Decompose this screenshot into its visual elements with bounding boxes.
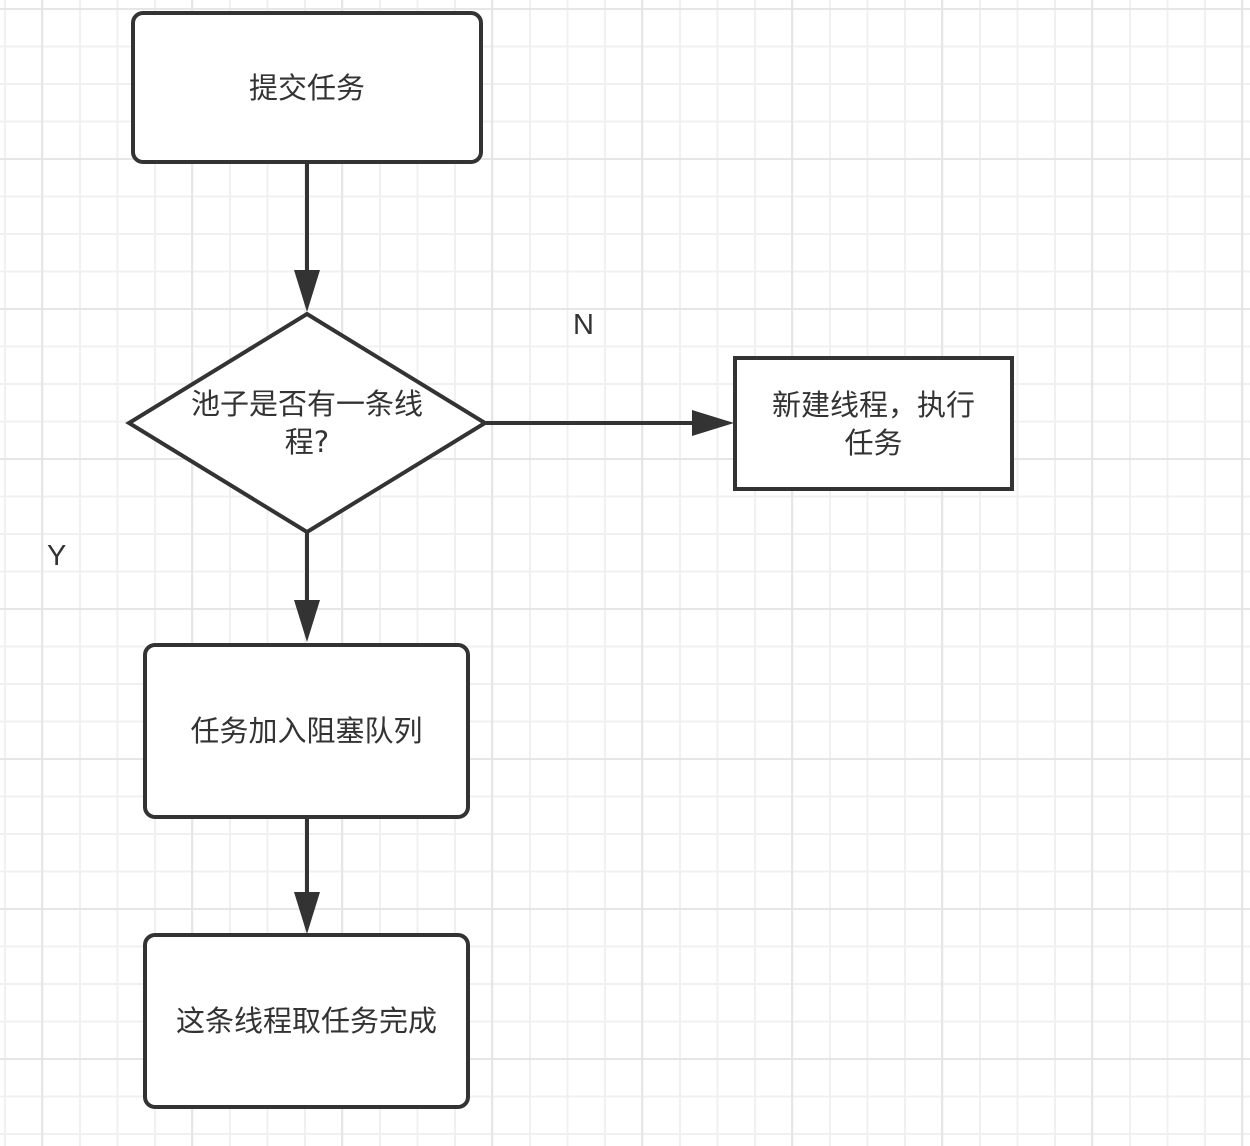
edge-label-n: N xyxy=(573,309,594,341)
node-decision-shape[interactable] xyxy=(125,311,489,535)
arrowhead-icon xyxy=(692,410,734,436)
node-enqueue-label: 任务加入阻塞队列 xyxy=(190,714,423,748)
node-new-thread-shape[interactable] xyxy=(733,356,1014,491)
edge-decision-to-new-thread[interactable] xyxy=(485,410,734,436)
edge-decision-to-enqueue[interactable] xyxy=(294,532,320,642)
node-new-thread-label: 新建线程，执行任务 xyxy=(771,387,975,460)
edge-enqueue-to-complete[interactable] xyxy=(294,817,320,934)
edge-submit-to-decision[interactable] xyxy=(294,163,320,312)
node-complete-label: 这条线程取任务完成 xyxy=(175,1004,437,1038)
arrowhead-icon xyxy=(294,600,320,642)
node-submit-label: 提交任务 xyxy=(248,70,365,105)
node-complete-shape[interactable] xyxy=(143,933,470,1109)
arrowhead-icon xyxy=(294,892,320,934)
node-submit-shape[interactable] xyxy=(131,11,483,164)
arrowhead-icon xyxy=(294,270,320,312)
node-decision-label: 池子是否有一条线程? xyxy=(190,387,423,459)
edge-label-y: Y xyxy=(47,540,67,572)
node-enqueue-shape[interactable] xyxy=(143,643,470,819)
